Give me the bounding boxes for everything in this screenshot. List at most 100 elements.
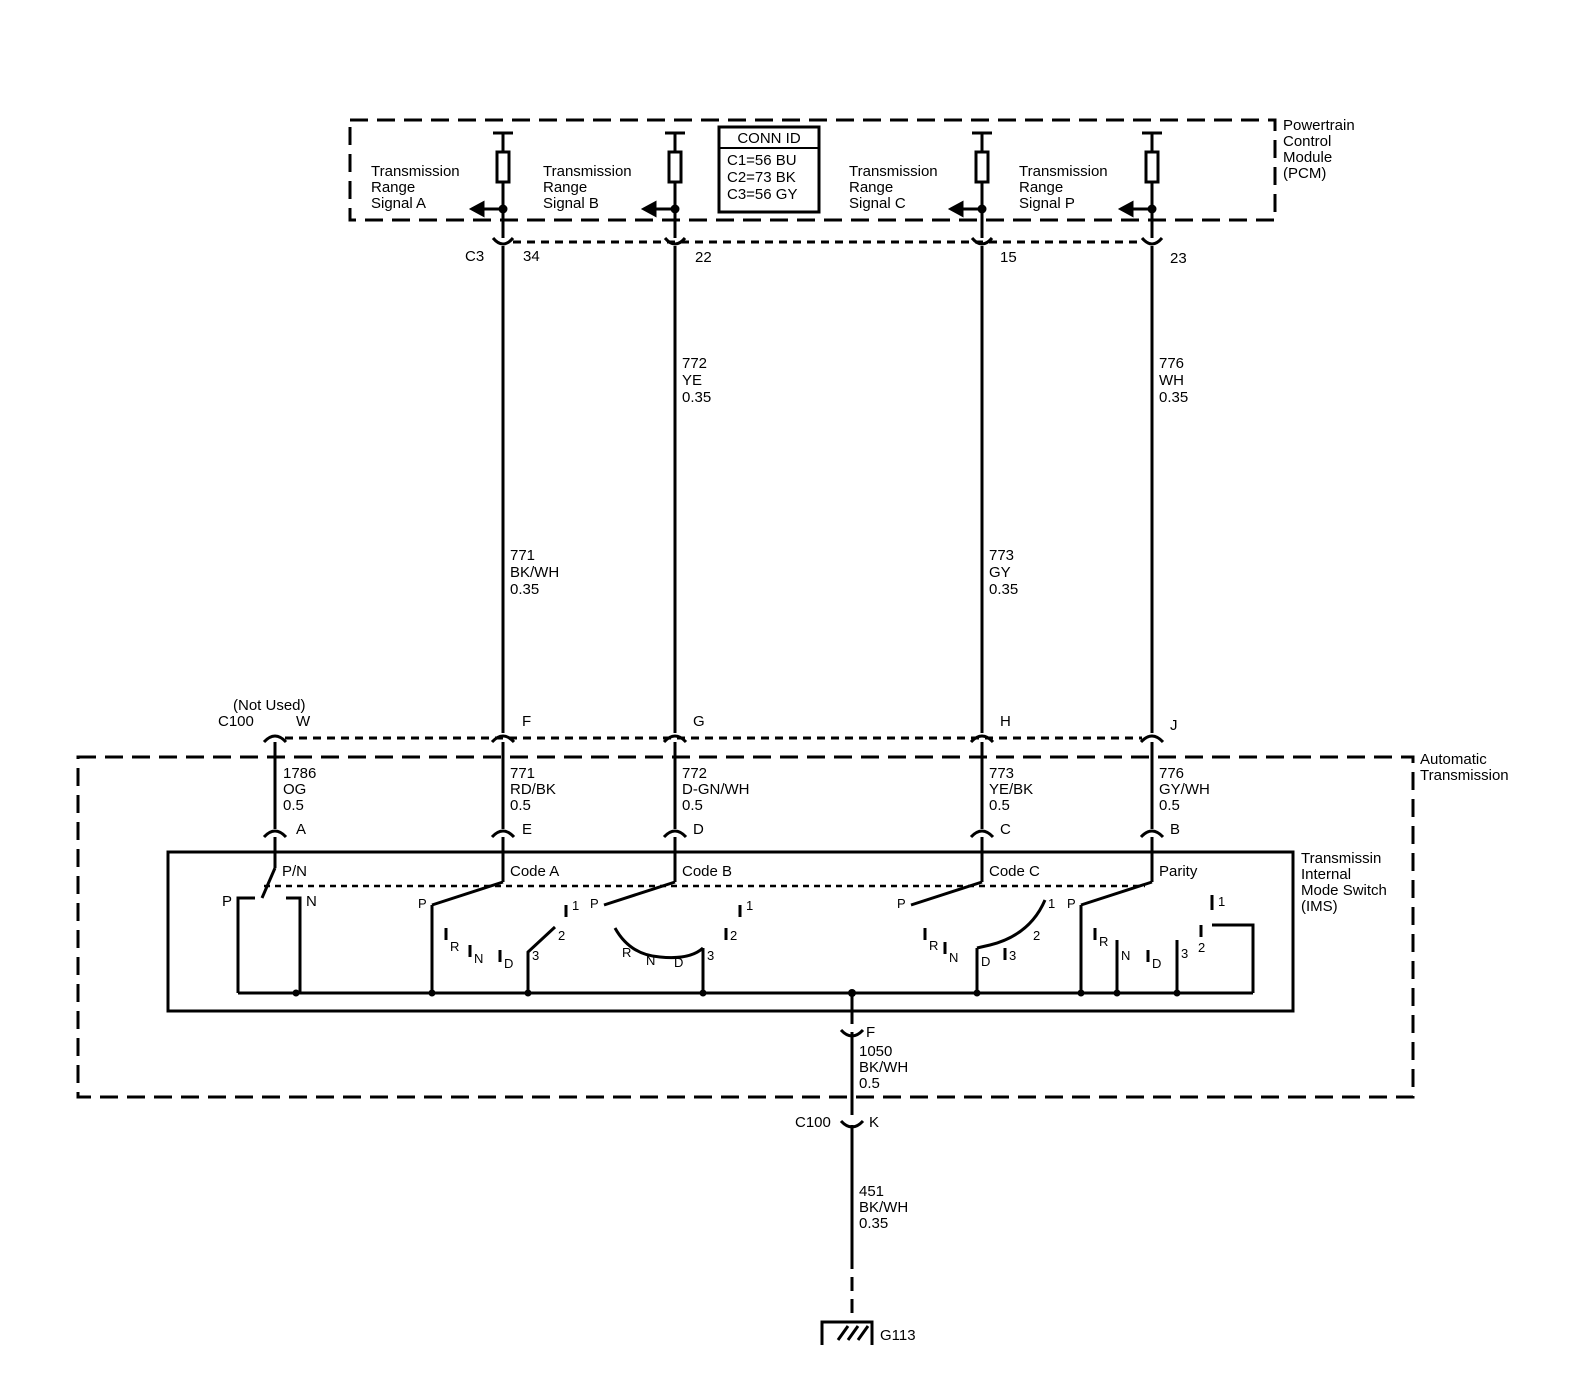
signal-b-line-3: Signal B — [543, 195, 599, 212]
svg-text:0.35: 0.35 — [510, 581, 539, 598]
svg-text:BK/WH: BK/WH — [859, 1059, 908, 1076]
pn-switch — [236, 867, 302, 993]
c100-pin-g: G — [693, 713, 705, 730]
c100-pin-h: H — [1000, 713, 1011, 730]
svg-text:0.5: 0.5 — [1159, 797, 1180, 814]
wire-776-upper: 776 WH 0.35 — [1159, 355, 1188, 406]
c100-not-used: (Not Used) — [233, 697, 306, 714]
c3-pin-15: 15 — [1000, 249, 1017, 266]
ims-switch: Transmissin Internal Mode Switch (IMS) P… — [166, 837, 1387, 1013]
svg-text:R: R — [929, 938, 938, 953]
c100-pin-k: K — [869, 1114, 879, 1131]
signal-c-line-1: Transmission — [849, 163, 938, 180]
svg-text:YE: YE — [682, 372, 702, 389]
pullup-a — [468, 131, 513, 238]
svg-text:P: P — [897, 896, 906, 911]
at-label-2: Transmission — [1420, 767, 1509, 784]
svg-text:D: D — [674, 955, 683, 970]
code-a-switch — [430, 880, 568, 993]
svg-text:0.5: 0.5 — [989, 797, 1010, 814]
pcm-label-2: Control — [1283, 133, 1331, 150]
svg-text:1: 1 — [1048, 896, 1055, 911]
c100-ground-label: C100 — [795, 1114, 831, 1131]
pullup-b — [640, 131, 685, 238]
wire-772-upper: 772 YE 0.35 — [682, 355, 711, 406]
svg-text:YE/BK: YE/BK — [989, 781, 1033, 798]
code-c-switch — [910, 880, 1047, 993]
svg-text:OG: OG — [283, 781, 306, 798]
ground-symbol — [820, 1320, 874, 1345]
svg-text:773: 773 — [989, 765, 1014, 782]
svg-text:0.5: 0.5 — [510, 797, 531, 814]
svg-text:1: 1 — [746, 898, 753, 913]
wire-771-lower: 771 RD/BK 0.5 — [510, 765, 556, 814]
svg-text:BK/WH: BK/WH — [859, 1199, 908, 1216]
svg-text:N: N — [474, 951, 483, 966]
wire-771-upper: 771 BK/WH 0.35 — [510, 547, 559, 598]
c3-pin-22: 22 — [695, 249, 712, 266]
wire-776-lower: 776 GY/WH 0.5 — [1159, 765, 1210, 814]
svg-text:GY: GY — [989, 564, 1011, 581]
ims-pin-f: F — [866, 1024, 875, 1041]
parity-switch — [1079, 880, 1255, 993]
c100-connector: (Not Used) C100 W F G H J — [218, 697, 1178, 744]
svg-text:3: 3 — [532, 948, 539, 963]
ground-g113: G113 — [880, 1327, 916, 1344]
svg-text:N: N — [306, 893, 317, 910]
svg-text:2: 2 — [1033, 928, 1040, 943]
pullup-p — [1117, 131, 1162, 238]
conn-id-line-2: C2=73 BK — [727, 169, 796, 186]
c3-pin-34: 34 — [523, 248, 540, 265]
switch-code-c: Code C — [989, 863, 1040, 880]
signal-c-line-3: Signal C — [849, 195, 906, 212]
svg-text:R: R — [450, 939, 459, 954]
svg-text:D: D — [504, 956, 513, 971]
svg-text:N: N — [1121, 948, 1130, 963]
upper-wires — [501, 246, 1154, 733]
pullup-c — [947, 131, 992, 238]
c3-label: C3 — [465, 248, 484, 265]
code-b-switch — [603, 880, 742, 993]
svg-text:772: 772 — [682, 355, 707, 372]
svg-text:N: N — [646, 953, 655, 968]
svg-text:771: 771 — [510, 765, 535, 782]
signal-a-line-2: Range — [371, 179, 415, 196]
wire-772-lower: 772 D-GN/WH 0.5 — [682, 765, 750, 814]
svg-text:1: 1 — [1218, 894, 1225, 909]
ims-pin-d: D — [693, 821, 704, 838]
svg-text:P: P — [222, 893, 232, 910]
switch-parity: Parity — [1159, 863, 1198, 880]
switch-code-b: Code B — [682, 863, 732, 880]
svg-text:D-GN/WH: D-GN/WH — [682, 781, 750, 798]
switch-code-a: Code A — [510, 863, 559, 880]
svg-text:0.35: 0.35 — [1159, 389, 1188, 406]
svg-text:0.35: 0.35 — [989, 581, 1018, 598]
svg-text:2: 2 — [558, 928, 565, 943]
conn-id-title: CONN ID — [737, 130, 801, 147]
automatic-transmission: Automatic Transmission — [76, 751, 1509, 1099]
svg-text:1786: 1786 — [283, 765, 316, 782]
signal-p-line-2: Range — [1019, 179, 1063, 196]
svg-text:P: P — [590, 896, 599, 911]
svg-text:P: P — [418, 896, 427, 911]
ims-pin-b: B — [1170, 821, 1180, 838]
svg-text:3: 3 — [1009, 948, 1016, 963]
svg-text:R: R — [622, 945, 631, 960]
svg-text:776: 776 — [1159, 765, 1184, 782]
svg-text:0.5: 0.5 — [859, 1075, 880, 1092]
svg-text:772: 772 — [682, 765, 707, 782]
c100-label: C100 — [218, 713, 254, 730]
signal-a-line-1: Transmission — [371, 163, 460, 180]
svg-text:1050: 1050 — [859, 1043, 892, 1060]
ims-pin-a: A — [296, 821, 306, 838]
switch-pn: P/N — [282, 863, 307, 880]
ims-label-2: Internal — [1301, 866, 1351, 883]
pcm-boundary — [348, 118, 1277, 222]
ims-label-1: Transmissin — [1301, 850, 1381, 867]
pcm-module: Powertrain Control Module (PCM) CONN ID … — [348, 117, 1355, 222]
wire-1786: 1786 OG 0.5 — [283, 765, 316, 814]
ims-label-4: (IMS) — [1301, 898, 1338, 915]
svg-text:D: D — [1152, 956, 1161, 971]
ims-pin-e: E — [522, 821, 532, 838]
